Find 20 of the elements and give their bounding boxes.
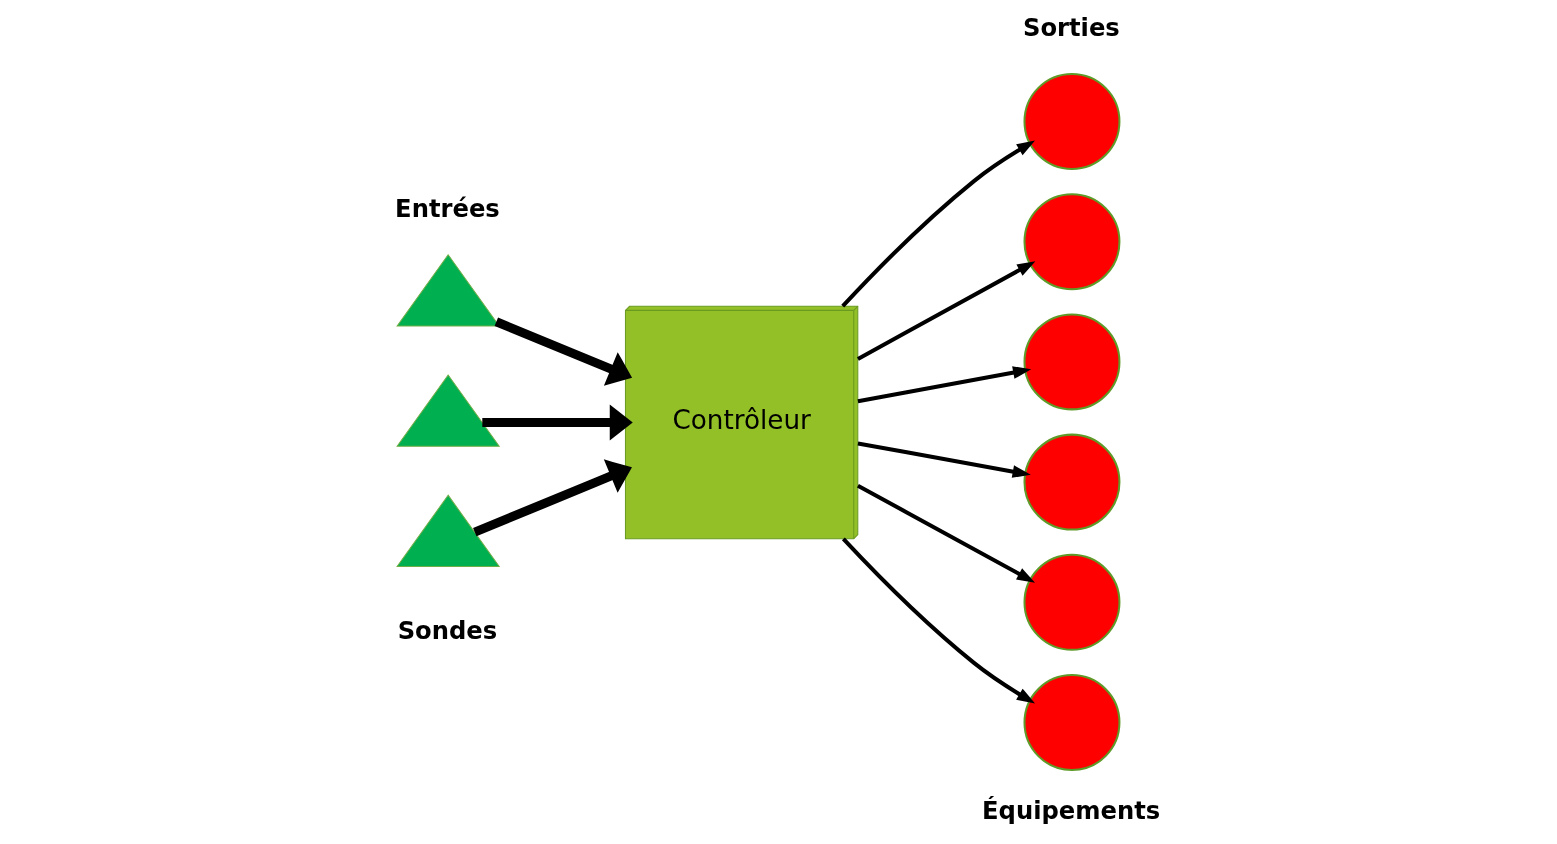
node-circle xyxy=(1023,674,1121,772)
arrow xyxy=(841,140,1036,308)
arrow xyxy=(857,441,1031,478)
label: Sorties xyxy=(1022,12,1120,42)
arrow xyxy=(857,366,1032,404)
arrow xyxy=(856,261,1036,361)
label: Sondes xyxy=(397,615,498,645)
node-circle xyxy=(1023,72,1121,170)
node-circle xyxy=(1023,553,1121,651)
node-triangle xyxy=(396,494,501,567)
node-circle xyxy=(1023,313,1121,411)
label: Entrées xyxy=(395,193,500,223)
arrow xyxy=(473,459,632,537)
arrow xyxy=(841,537,1036,704)
arrow xyxy=(482,404,633,441)
node-triangle xyxy=(396,374,501,447)
arrow xyxy=(856,483,1036,583)
arrow xyxy=(494,317,633,386)
node-circle xyxy=(1023,193,1121,291)
node-circle xyxy=(1023,433,1121,531)
